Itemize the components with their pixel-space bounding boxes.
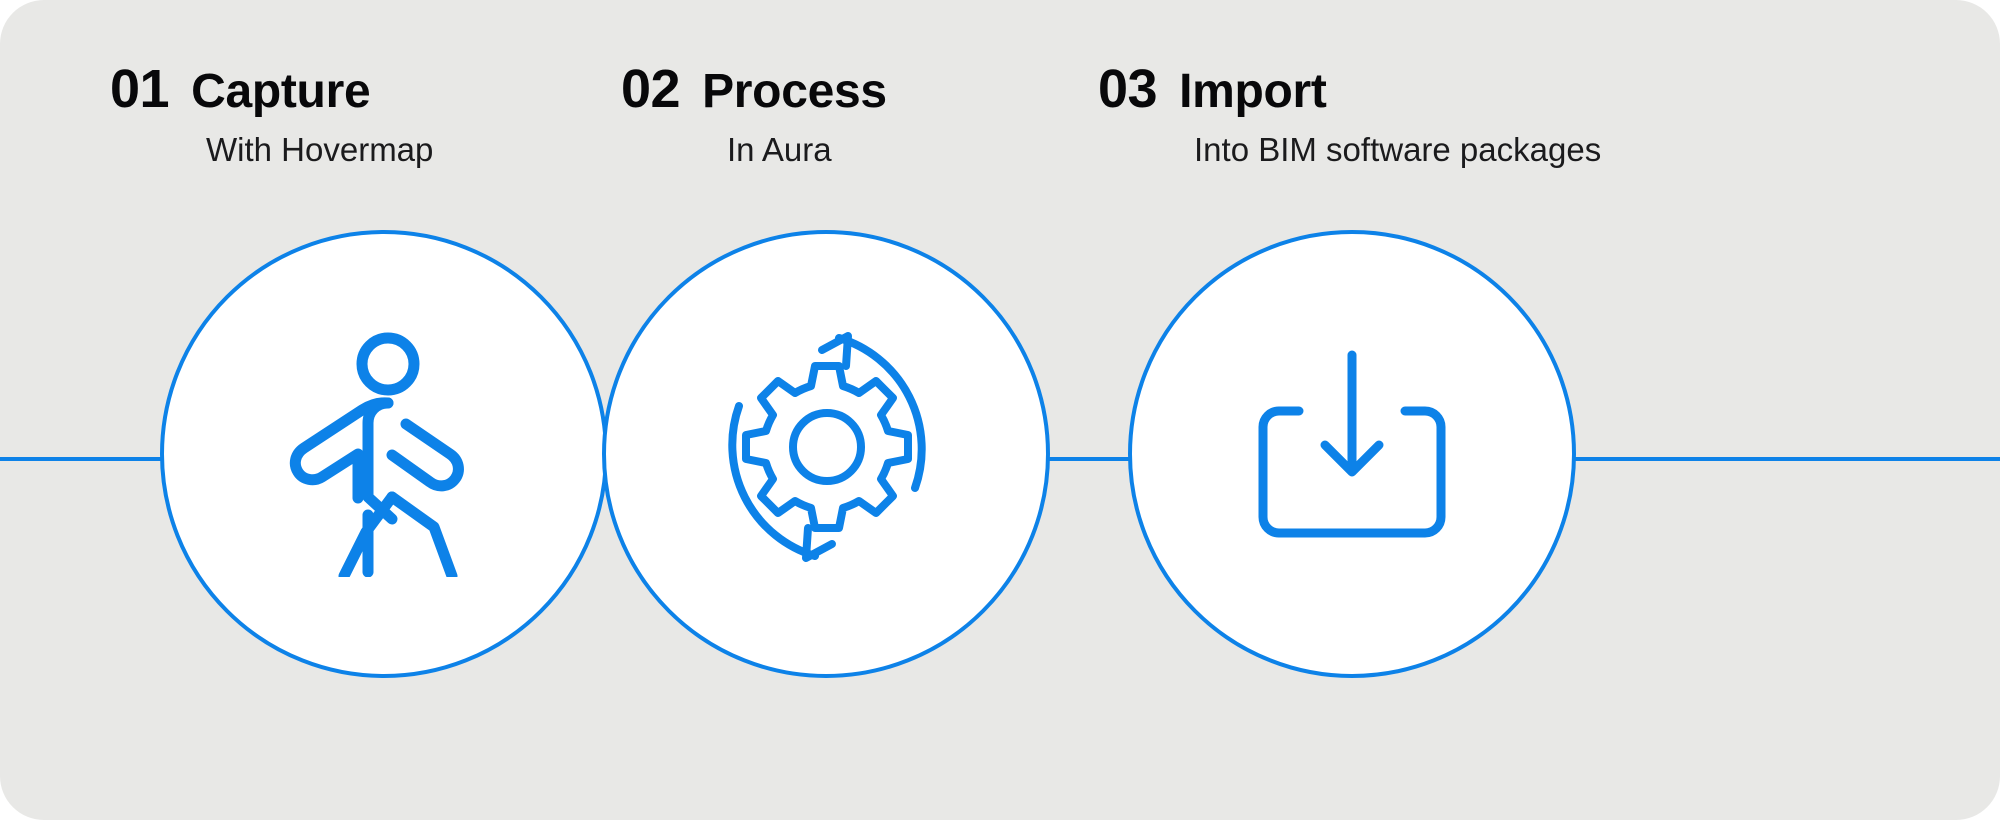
step-title-row: 01 Capture [110,62,710,116]
step-icon-circle [602,230,1050,678]
step-title: Import [1179,65,1327,118]
step-title-row: 03 Import [1098,62,1698,116]
process-step-process: 02 Process In Aura [516,0,1116,820]
step-number: 03 [1098,59,1158,119]
step-title: Capture [191,65,371,118]
step-title-row: 02 Process [621,62,1221,116]
step-header: 03 Import Into BIM software packages [1098,62,1698,170]
step-icon-circle [160,230,608,678]
step-header: 01 Capture With Hovermap [110,62,710,170]
step-icon-circle [1128,230,1576,678]
step-subtitle: In Aura [727,131,832,168]
step-subtitle: Into BIM software packages [1194,131,1602,168]
step-header: 02 Process In Aura [621,62,1221,170]
process-step-capture: 01 Capture With Hovermap [74,0,674,820]
step-title: Process [702,65,887,118]
process-step-import: 03 Import Into BIM software packages [1098,0,1698,820]
download-tray-icon [1237,339,1467,569]
step-number: 02 [621,59,681,119]
step-number: 01 [110,59,170,119]
gear-refresh-icon [696,324,956,584]
walking-person-icon [284,332,484,577]
step-subtitle: With Hovermap [206,131,434,168]
